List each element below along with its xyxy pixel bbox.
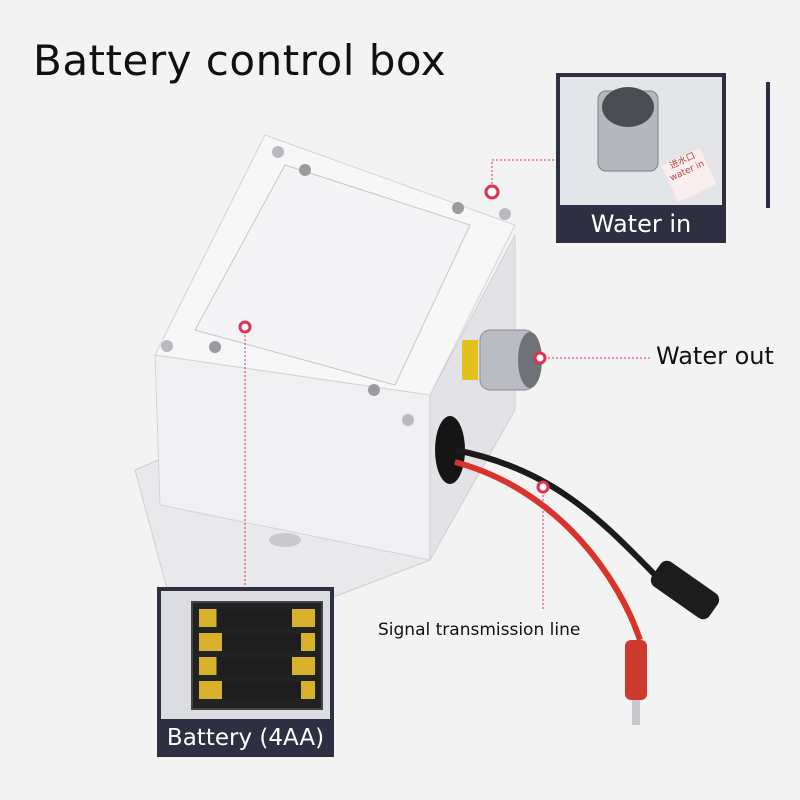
cable-grommet [435,416,465,484]
divider-bar [766,82,770,208]
screw-icon [452,202,464,214]
dc-plug [625,640,647,700]
signal-line-label: Signal transmission line [378,620,581,640]
page-title: Battery control box [33,36,447,85]
callout-dot [536,480,550,494]
screw-icon [209,341,221,353]
battery-label: Battery (4AA) [166,725,325,751]
callout-line-water-in [491,159,556,192]
water-in-inset: 进水口 water in Water in [556,73,726,243]
black-cable [454,447,668,588]
red-cable [454,459,643,641]
battery-inset: Battery (4AA) [157,587,334,757]
callout-dot [533,351,547,365]
screw-icon [368,384,380,396]
water-out-label: Water out [656,342,774,370]
mounting-hole [269,533,301,547]
battery-cover [194,164,471,386]
aa-battery [199,633,315,651]
aa-battery [199,681,315,699]
callout-dot [238,320,252,334]
callout-dot [484,184,500,200]
aa-battery [199,657,315,675]
inlet-fitting [597,87,659,172]
water-in-label: Water in [590,210,692,238]
water-in-photo: 进水口 water in [560,77,722,205]
aa-battery [199,609,315,627]
screw-icon [299,164,311,176]
dc-connector [650,560,720,620]
battery-photo [161,591,330,719]
